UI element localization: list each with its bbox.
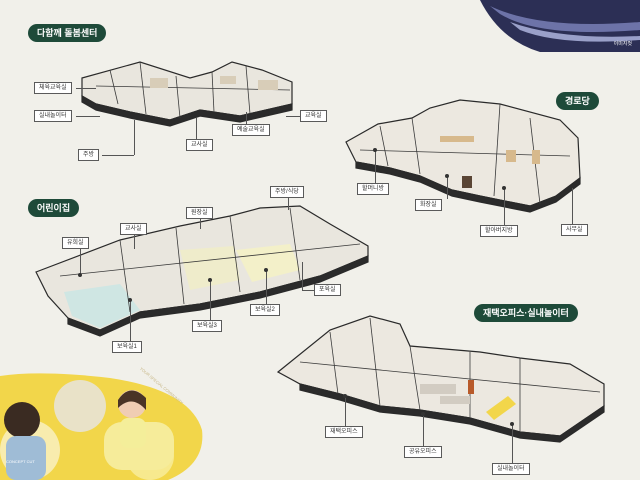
corner-photo-caption: 이미지컷 [613,41,632,47]
shared-office-label: 공유오피스 [404,446,442,458]
care-room-2-label: 보육실2 [250,304,280,316]
office-play-label: 실내놀이터 [492,463,530,475]
care-play-label: 실내놀이터 [34,110,72,122]
kids-photo [0,373,203,480]
gym-label: 체육교육실 [34,82,72,94]
daycare-play-label: 유희실 [62,237,89,249]
kitchen-dining-label: 주방/식당 [270,186,304,198]
grandpa-room-label: 할아버지방 [480,225,518,237]
classroom-label: 교육실 [300,110,327,122]
restroom-label: 화장실 [415,199,442,211]
daycare-badge: 어린이집 [28,199,80,217]
senior-center-badge: 경로당 [556,92,599,110]
kids-photo-caption: CONCEPT CUT [6,459,35,464]
arts-label: 예술교육실 [232,124,270,136]
care-room-1-label: 보육실1 [112,341,142,353]
care-room-3-label: 보육실3 [192,320,222,332]
care-teacher-label: 교사실 [186,139,213,151]
care-kitchen-label: 주방 [78,149,100,161]
senior-office-label: 사무실 [561,224,588,236]
corner-photo: 이미지컷 [480,0,640,52]
director-room-label: 원장실 [186,207,213,219]
care-center-badge: 다함께 돌봄센터 [28,24,107,42]
home-office-label: 재택오피스 [325,426,363,438]
grandma-room-label: 할머니방 [357,183,390,195]
office-badge: 재택오피스·실내놀이터 [474,304,578,322]
daycare-teacher-label: 교사실 [120,223,147,235]
nursing-room-label: 포육실 [314,284,341,296]
